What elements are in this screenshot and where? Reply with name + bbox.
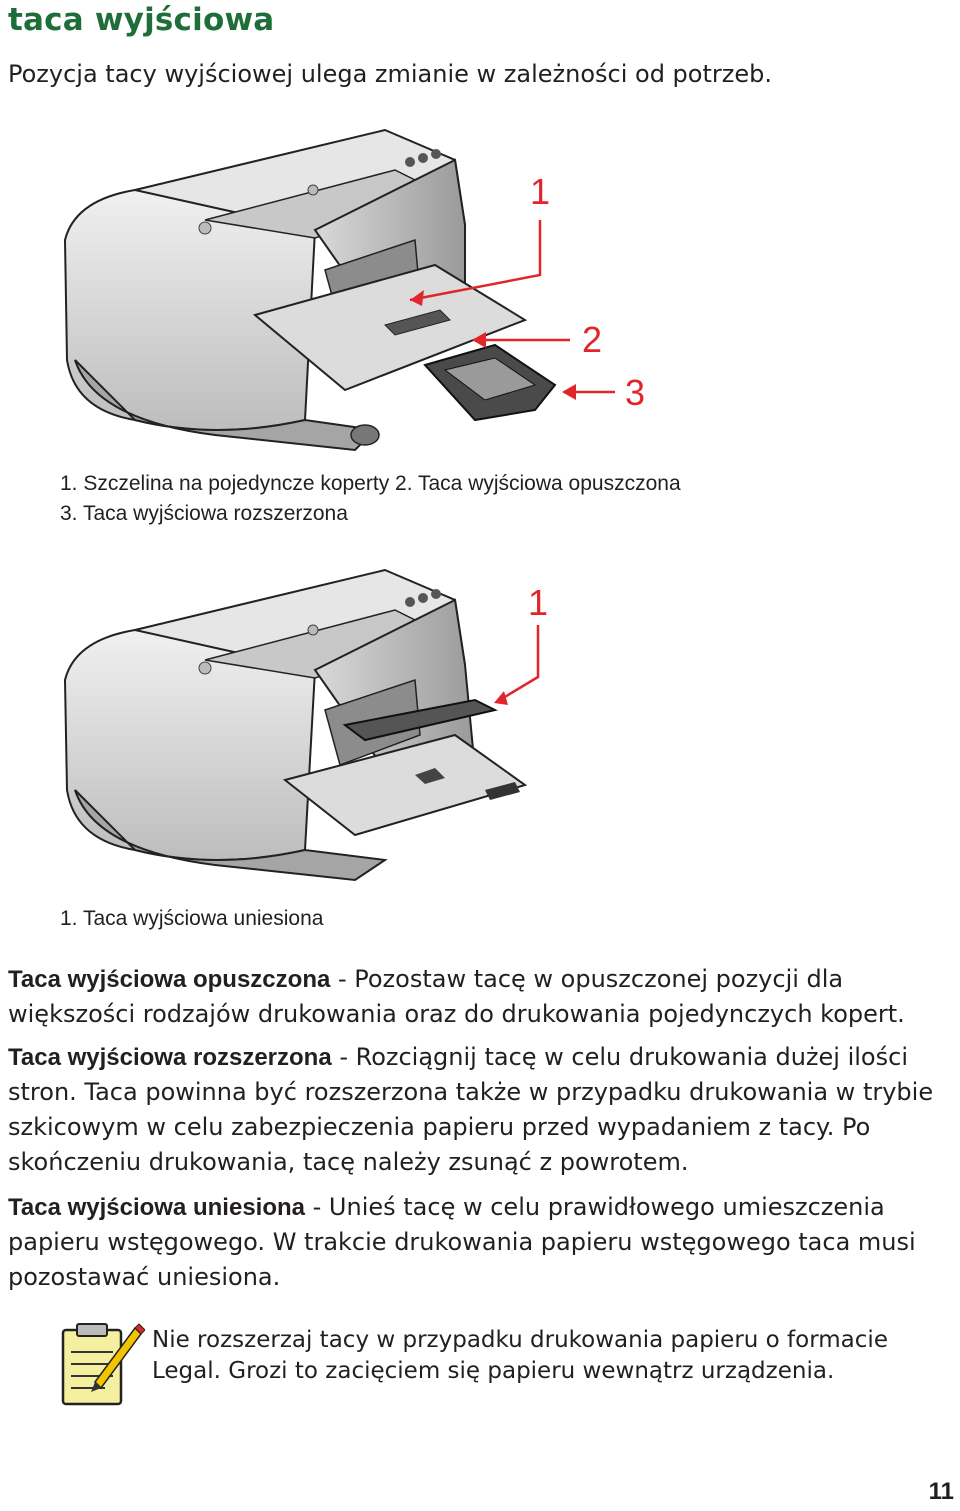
- callout-1: 1: [528, 582, 548, 623]
- page-title: taca wyjściowa: [8, 2, 275, 38]
- paragraph-tray-raised: Taca wyjściowa uniesiona - Unieś tacę w …: [8, 1190, 956, 1295]
- page-number: 11: [928, 1478, 954, 1505]
- notepad-pencil-icon: [61, 1323, 145, 1406]
- callout-2: 2: [582, 319, 602, 360]
- paragraph-tray-extended: Taca wyjściowa rozszerzona - Rozciągnij …: [8, 1040, 956, 1180]
- term-tray-extended: Taca wyjściowa rozszerzona: [8, 1044, 332, 1071]
- paragraph-text: - Rozciągnij tacę w celu drukowania duże…: [8, 1043, 934, 1176]
- callout-3: 3: [625, 372, 645, 413]
- printer-illustration-tray-extended: [63, 128, 557, 452]
- figure2-caption: 1. Taca wyjściowa uniesiona: [60, 907, 324, 930]
- callout-1: 1: [530, 171, 550, 212]
- term-tray-lowered: Taca wyjściowa opuszczona: [8, 966, 331, 993]
- term-tray-raised: Taca wyjściowa uniesiona: [8, 1194, 305, 1221]
- paragraph-text: - Unieś tacę w celu prawidłowego umieszc…: [8, 1193, 916, 1291]
- figure1-caption-line1: 1. Szczelina na pojedyncze koperty 2. Ta…: [60, 472, 681, 495]
- intro-text: Pozycja tacy wyjściowej ulega zmianie w …: [8, 60, 772, 88]
- paragraph-tray-lowered: Taca wyjściowa opuszczona - Pozostaw tac…: [8, 962, 956, 1032]
- figure1-callouts: 1 2 3: [409, 171, 645, 413]
- figure2-callouts: 1: [494, 582, 548, 705]
- paragraph-text: - Pozostaw tacę w opuszczonej pozycji dl…: [8, 965, 905, 1028]
- figure1-caption-line2: 3. Taca wyjściowa rozszerzona: [60, 502, 348, 525]
- note-text: Nie rozszerzaj tacy w przypadku drukowan…: [152, 1327, 888, 1384]
- printer-illustration-tray-raised: [63, 568, 528, 882]
